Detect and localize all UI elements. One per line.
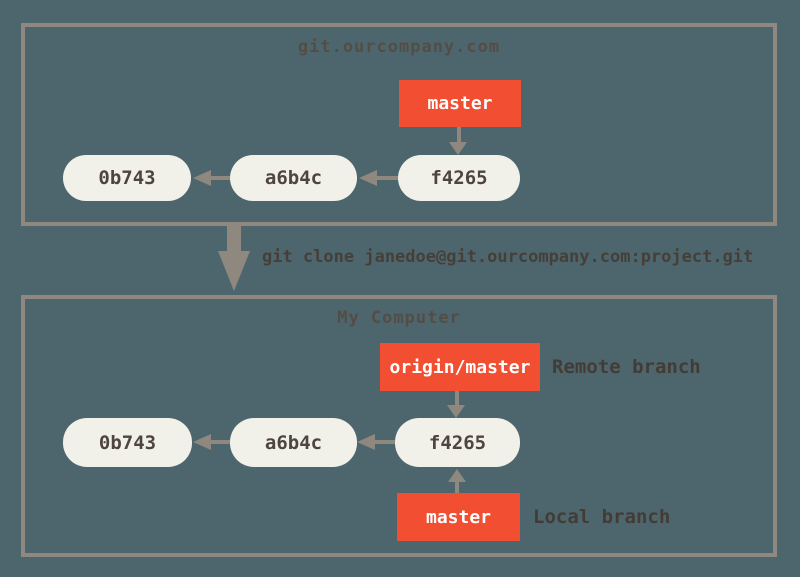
- arrow-up-icon: [455, 481, 459, 493]
- arrow-left-shaft: [209, 176, 230, 180]
- remote-branch-label: origin/master: [380, 343, 540, 391]
- server-panel: [21, 23, 777, 226]
- server-commit-node-0b743: 0b743: [63, 155, 191, 201]
- arrow-left-head-icon: [193, 170, 211, 186]
- clone-command-text: git clone janedoe@git.ourcompany.com:pro…: [262, 247, 754, 267]
- server-commit-node-a6b4c: a6b4c: [230, 155, 357, 201]
- arrow-down-head-icon: [449, 142, 467, 155]
- local-branch-text: master: [425, 506, 492, 528]
- arrow-left-shaft: [209, 440, 230, 444]
- computer-commit-node-0b743: 0b743: [63, 418, 192, 467]
- commit-id: 0b743: [98, 167, 156, 189]
- server-master-branch-label: master: [399, 80, 521, 127]
- local-branch-label: master: [397, 493, 520, 541]
- remote-branch-text: origin/master: [389, 356, 531, 378]
- arrow-left-shaft: [373, 440, 395, 444]
- computer-commit-node-f4265: f4265: [395, 418, 520, 467]
- arrow-down-icon: [455, 391, 459, 406]
- local-branch-caption: Local branch: [533, 506, 671, 528]
- server-commit-node-f4265: f4265: [398, 155, 520, 201]
- arrow-up-head-icon: [448, 469, 466, 482]
- server-master-branch-text: master: [427, 93, 493, 114]
- server-panel-title: git.ourcompany.com: [297, 37, 501, 57]
- arrow-down-head-icon: [447, 405, 465, 418]
- clone-arrow-icon: [227, 226, 241, 253]
- commit-id: a6b4c: [264, 167, 323, 189]
- arrow-left-head-icon: [193, 434, 211, 450]
- arrow-left-shaft: [375, 176, 398, 180]
- commit-id: a6b4c: [264, 431, 323, 454]
- arrow-left-head-icon: [357, 434, 375, 450]
- arrow-left-head-icon: [359, 170, 377, 186]
- arrow-down-icon: [457, 127, 461, 143]
- clone-arrow-head-icon: [218, 251, 250, 291]
- computer-commit-node-a6b4c: a6b4c: [230, 418, 357, 467]
- remote-branch-caption: Remote branch: [552, 356, 701, 378]
- computer-panel: [21, 295, 777, 557]
- commit-id: f4265: [430, 167, 488, 189]
- commit-id: 0b743: [98, 431, 157, 454]
- commit-id: f4265: [428, 431, 487, 454]
- computer-panel-title: My Computer: [337, 308, 461, 328]
